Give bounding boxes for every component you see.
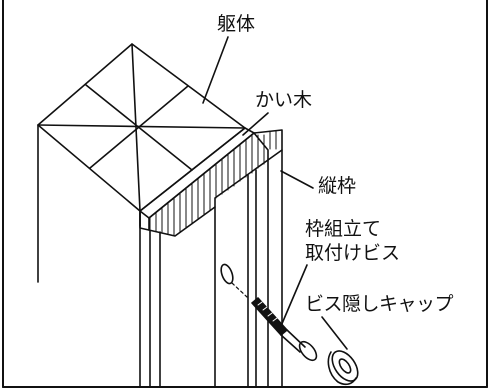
structure-cross-b [89, 85, 189, 169]
leader-tatewaku [280, 170, 314, 189]
screw-hole [220, 263, 248, 298]
frame-hatch [149, 130, 277, 236]
leader-kutai [202, 36, 229, 104]
screw-cap [327, 350, 359, 386]
leader-cap [321, 316, 348, 350]
label-screw-line2: 取付けビス [305, 242, 401, 264]
leader-kaigi [242, 112, 269, 136]
label-tatewaku: 縦枠 [318, 175, 357, 197]
screw [251, 297, 318, 362]
vertical-frame [139, 129, 283, 388]
label-screw-cap: ビス隠しキャップ [305, 293, 454, 315]
leader-lines [202, 36, 348, 350]
building-structure [37, 43, 246, 388]
label-screw-line1: 枠組立て [305, 218, 382, 240]
label-kaigi: かい木 [255, 89, 313, 111]
leader-screw [280, 264, 308, 327]
label-kutai: 躯体 [217, 13, 256, 35]
